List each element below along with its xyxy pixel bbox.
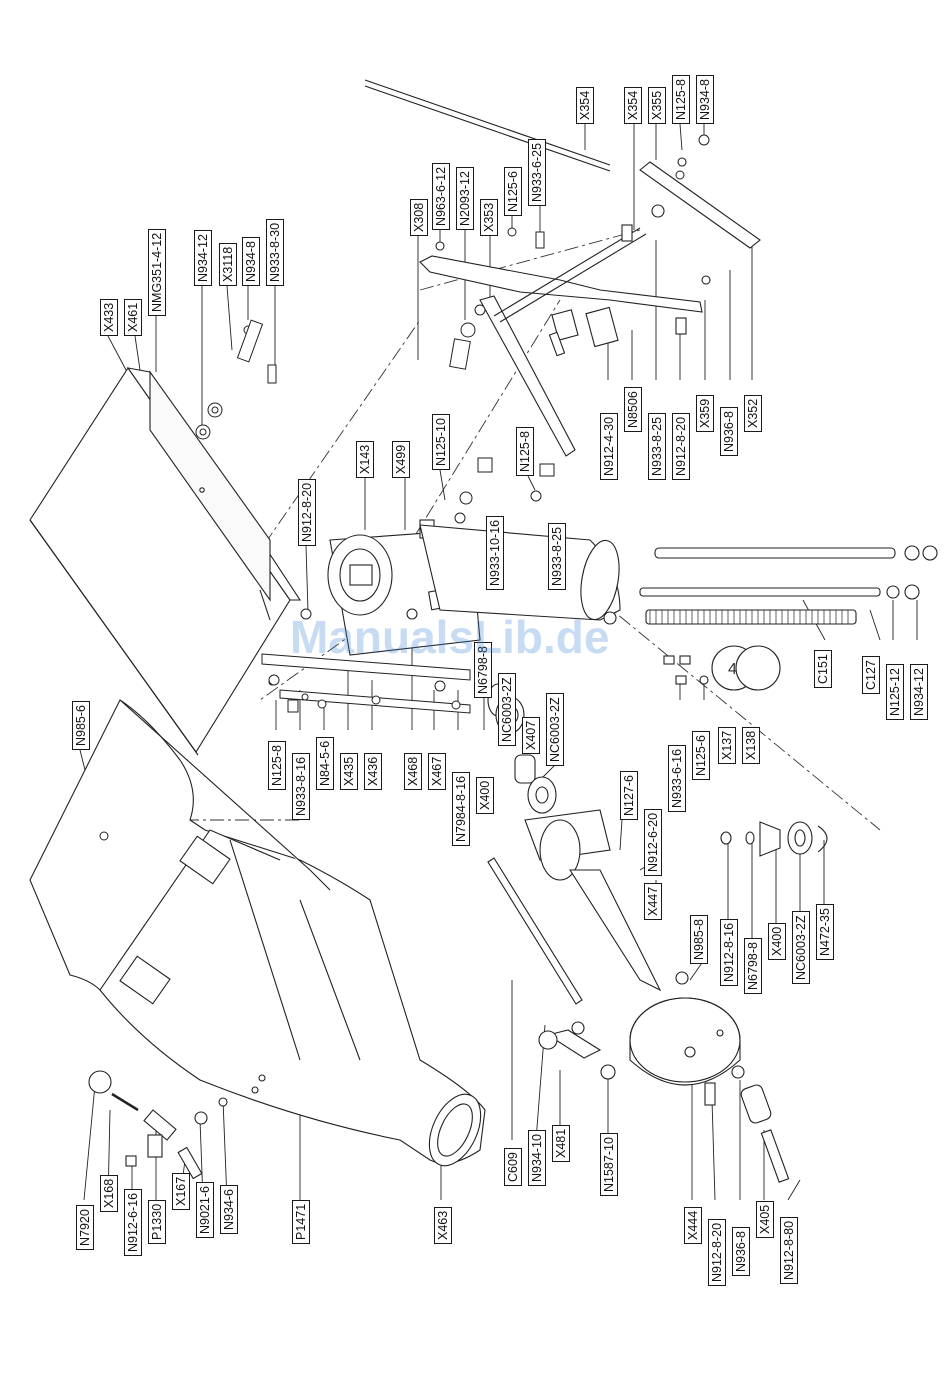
bearings-and-gears [475,676,828,992]
part-number-label: N84-5-6 [316,736,334,790]
part-number-label: X143 [356,440,374,478]
part-number-label: X467 [428,752,446,790]
part-number-label: X436 [364,752,382,790]
part-number-label: N934-12 [194,230,212,286]
part-number-label: N985-8 [690,915,708,964]
part-number-label: N125-6 [504,167,522,216]
part-number-label: N933-6-16 [668,744,686,812]
part-number-label: X481 [552,1124,570,1162]
hopper-tray [29,367,302,756]
part-number-label: NC6003-2Z [498,673,516,746]
part-number-label: N912-8-20 [708,1218,726,1286]
part-number-label: X468 [404,752,422,790]
rods-and-spring [639,545,938,625]
part-number-label: N936-8 [720,407,738,456]
part-number-label: X168 [100,1174,118,1212]
part-number-label: N934-10 [528,1130,546,1186]
part-number-label: N125-6 [692,731,710,780]
part-number-label: N7920 [76,1205,94,1250]
part-number-label: X359 [696,394,714,432]
part-number-label: X138 [742,726,760,764]
part-number-label: N933-8-16 [292,752,310,820]
drive-shaft-c609 [487,857,616,1080]
locking-pin-parts [88,1070,228,1180]
part-number-label: N985-6 [72,701,90,750]
part-number-label: N125-8 [672,75,690,124]
part-number-label: N933-6-25 [528,138,546,206]
part-number-label: N933-10-16 [486,515,504,590]
part-number-label: X354 [624,86,642,124]
part-number-label: N125-8 [268,741,286,790]
watermark: ManualsLib.de [290,611,610,663]
part-number-label: N125-8 [516,427,534,476]
part-number-label: X354 [576,86,594,124]
part-number-label: C609 [504,1148,522,1186]
part-number-label: X137 [718,726,736,764]
part-number-label: X355 [648,86,666,124]
part-number-label: X308 [410,198,428,236]
part-number-label: X353 [480,198,498,236]
part-number-label: X463 [434,1206,452,1244]
part-number-label: C127 [862,656,880,694]
dash-dot-axes [110,229,881,831]
part-number-label: N934-6 [220,1185,238,1234]
part-number-label: X461 [124,298,142,336]
svg-text:4: 4 [728,661,737,678]
part-number-label: X405 [756,1200,774,1238]
part-number-label: N7984-8-16 [452,771,470,846]
small-fasteners [99,134,710,841]
part-number-label: N2093-12 [456,167,474,230]
part-number-label: N933-8-25 [548,522,566,590]
part-number-label: N8506 [624,387,642,432]
part-number-label: X352 [744,394,762,432]
part-number-label: N912-8-20 [672,412,690,480]
part-number-label: N934-8 [242,237,260,286]
part-number-label: N125-12 [886,664,904,720]
part-number-label: N934-12 [910,664,928,720]
part-number-label: N9021-6 [196,1182,214,1238]
chute-housing [29,699,486,1167]
part-number-label: NMG351-4-12 [148,228,166,316]
part-number-label: N912-8-20 [298,478,316,546]
part-number-label: N933-8-30 [266,218,284,286]
part-number-label: X499 [392,440,410,478]
part-number-label: N125-10 [432,414,450,470]
part-number-label: P1330 [148,1199,166,1244]
upper-lever-assembly [364,79,761,457]
part-number-label: N933-8-25 [648,412,666,480]
part-number-label: N1587-10 [600,1133,618,1196]
part-number-label: N127-6 [620,771,638,820]
part-number-label: N936-8 [732,1227,750,1276]
part-number-label: N472-35 [816,904,834,960]
part-number-label: N912-6-20 [644,808,662,876]
part-number-label: NC6003-2Z [792,911,810,984]
part-number-label: X400 [476,776,494,814]
part-number-label: X444 [684,1206,702,1244]
part-number-label: C151 [814,650,832,688]
part-number-label: N963-6-12 [432,162,450,230]
part-number-label: X400 [768,922,786,960]
cylinder-x499 [419,524,621,625]
part-number-label: X433 [100,298,118,336]
part-number-label: X167 [172,1172,190,1210]
part-number-label: N6798-8 [744,938,762,994]
part-number-label: N912-8-16 [720,918,738,986]
part-number-label: P1471 [292,1199,310,1244]
part-number-label: N912-4-30 [600,412,618,480]
part-number-label: X3118 [219,242,237,286]
part-number-label: N912-6-16 [124,1188,142,1256]
part-number-label: N934-8 [696,75,714,124]
part-number-label: X447 [644,882,662,920]
part-number-label: X407 [522,716,540,754]
disc-plates: 4 [663,645,781,691]
part-number-label: X435 [340,752,358,790]
part-number-label: NC6003-2Z [546,693,564,766]
handwheel-x444 [629,971,790,1183]
part-number-label: N912-8-80 [780,1216,798,1284]
